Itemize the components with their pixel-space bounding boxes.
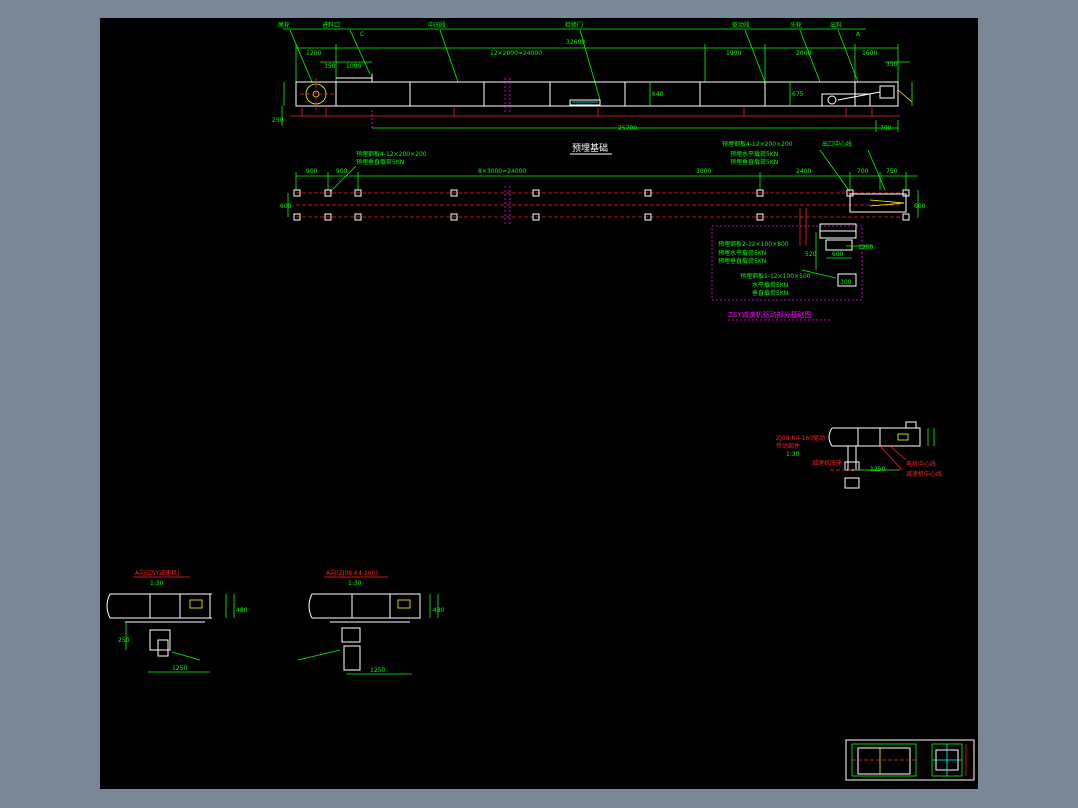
dim-label: 250: [118, 637, 130, 644]
dim-label: 600: [832, 251, 844, 258]
dim-label: 1600: [862, 50, 877, 57]
leader-label: 中间段: [428, 21, 446, 29]
embedded-plate-row-top: [293, 189, 910, 197]
dim-label: 3000: [696, 168, 711, 175]
view-a-zj08: A向(ZJ08-K4-160) 1:30 480 1250: [297, 569, 445, 675]
leader-label: 检修门: [565, 21, 583, 29]
note-line: 减速机底座: [812, 459, 842, 467]
note-line: 出口中心线: [822, 140, 852, 148]
drawing-sheet: [100, 18, 978, 789]
note-line: 预埋钢板1-12×100×500: [740, 272, 811, 280]
dim-label: 32600: [566, 39, 585, 46]
note-line: 预埋垂直载荷5KN: [718, 257, 766, 265]
dim-label: 1250: [870, 466, 885, 473]
foundation-title: 预埋基础: [572, 142, 608, 154]
dim-label: 1250: [370, 667, 385, 674]
dim-label: 600: [280, 203, 292, 210]
note-line: 水平载荷5KN: [752, 281, 788, 289]
dim-label: 900: [336, 168, 348, 175]
note-line: 垂直载荷5KN: [752, 289, 788, 297]
dim-label: 2000: [796, 50, 811, 57]
scale-ratio: 1:30: [150, 580, 164, 587]
view-a-zsy: A向(ZSY减速机) 1:30 250 480 1250: [106, 569, 248, 673]
dim-label: 12×2000=24000: [490, 50, 542, 57]
note-line: 预埋水平载荷5KN: [730, 150, 778, 158]
dim-label: 350: [886, 61, 898, 68]
title-block-thumbnails: [845, 739, 975, 781]
drive-foundation-caption: ZSY减速机驱动部分基础图: [728, 310, 812, 319]
scale-ratio: 1:30: [348, 580, 362, 587]
dim-label: 700: [880, 125, 892, 132]
dim-label: 700: [857, 168, 869, 175]
dim-label: 1250: [172, 665, 187, 672]
embedded-plate-row-bottom: [293, 213, 910, 221]
dim-label: 520: [805, 251, 817, 258]
dim-label: 2400: [796, 168, 811, 175]
note-line: 预埋垂直载荷5KN: [730, 158, 778, 166]
foundation-plan: 预埋基础 预埋钢板4-12×200×200 预埋垂直载荷5KN 预埋钢板4-12…: [280, 140, 926, 321]
dim-label: 350: [324, 63, 336, 70]
dim-label: 1000: [346, 63, 361, 70]
dim-label: 250: [272, 117, 284, 124]
leader-label: 尾轮: [278, 21, 290, 29]
dim-label: 675: [792, 91, 804, 98]
dim-label: 480: [236, 607, 248, 614]
dim-label: 300: [840, 279, 852, 286]
section-mark: C: [360, 31, 364, 38]
dim-label: 1900: [726, 50, 741, 57]
section-mark: A: [856, 31, 861, 38]
dim-label: 480: [433, 607, 445, 614]
drive-detail-zj08: ZJ08-K4-160驱动 传动部件 1:30 减速机底座 1250 电机中心线…: [776, 421, 942, 489]
dim-label: 8×3000=24000: [478, 168, 526, 175]
dim-label: 640: [652, 91, 664, 98]
note-line: 减速机中心线: [906, 470, 942, 478]
note-line: 预埋垂直载荷5KN: [356, 158, 404, 166]
dim-label: 750: [886, 168, 898, 175]
detail-label: 传动部件: [776, 442, 800, 450]
drive-foundation-detail: 预埋钢板2-12×100×800 预埋水平载荷5KN 预埋垂直载荷5KN 预埋钢…: [711, 208, 873, 321]
dim-label: 25700: [618, 125, 637, 132]
note-line: 电机中心线: [906, 460, 936, 468]
view-title: A向(ZSY减速机): [135, 569, 179, 577]
leader-label: 进料口: [322, 21, 340, 29]
leader-label: 出料: [830, 21, 842, 29]
detail-label: ZJ08-K4-160驱动: [776, 435, 825, 442]
note-line: 预埋钢板4-12×200×200: [356, 150, 427, 158]
note-line: 预埋钢板2-12×100×800: [718, 240, 789, 248]
leader-label: 头轮: [790, 21, 802, 29]
note-line: 预埋钢板4-12×200×200: [722, 140, 793, 148]
conveyor-elevation-view: 尾轮 进料口 中间段 检修门 驱动段 头轮 出料 C A 1200 350 10…: [272, 21, 913, 132]
dim-label: 900: [306, 168, 318, 175]
dim-label: 1200: [306, 50, 321, 57]
leader-label: 驱动段: [732, 21, 750, 29]
dim-label: 1250: [858, 244, 873, 251]
scale-ratio: 1:30: [786, 451, 800, 458]
view-title: A向(ZJ08-K4-160): [326, 569, 378, 577]
note-line: 预埋水平载荷5KN: [718, 249, 766, 257]
dim-label: 600: [914, 203, 926, 210]
